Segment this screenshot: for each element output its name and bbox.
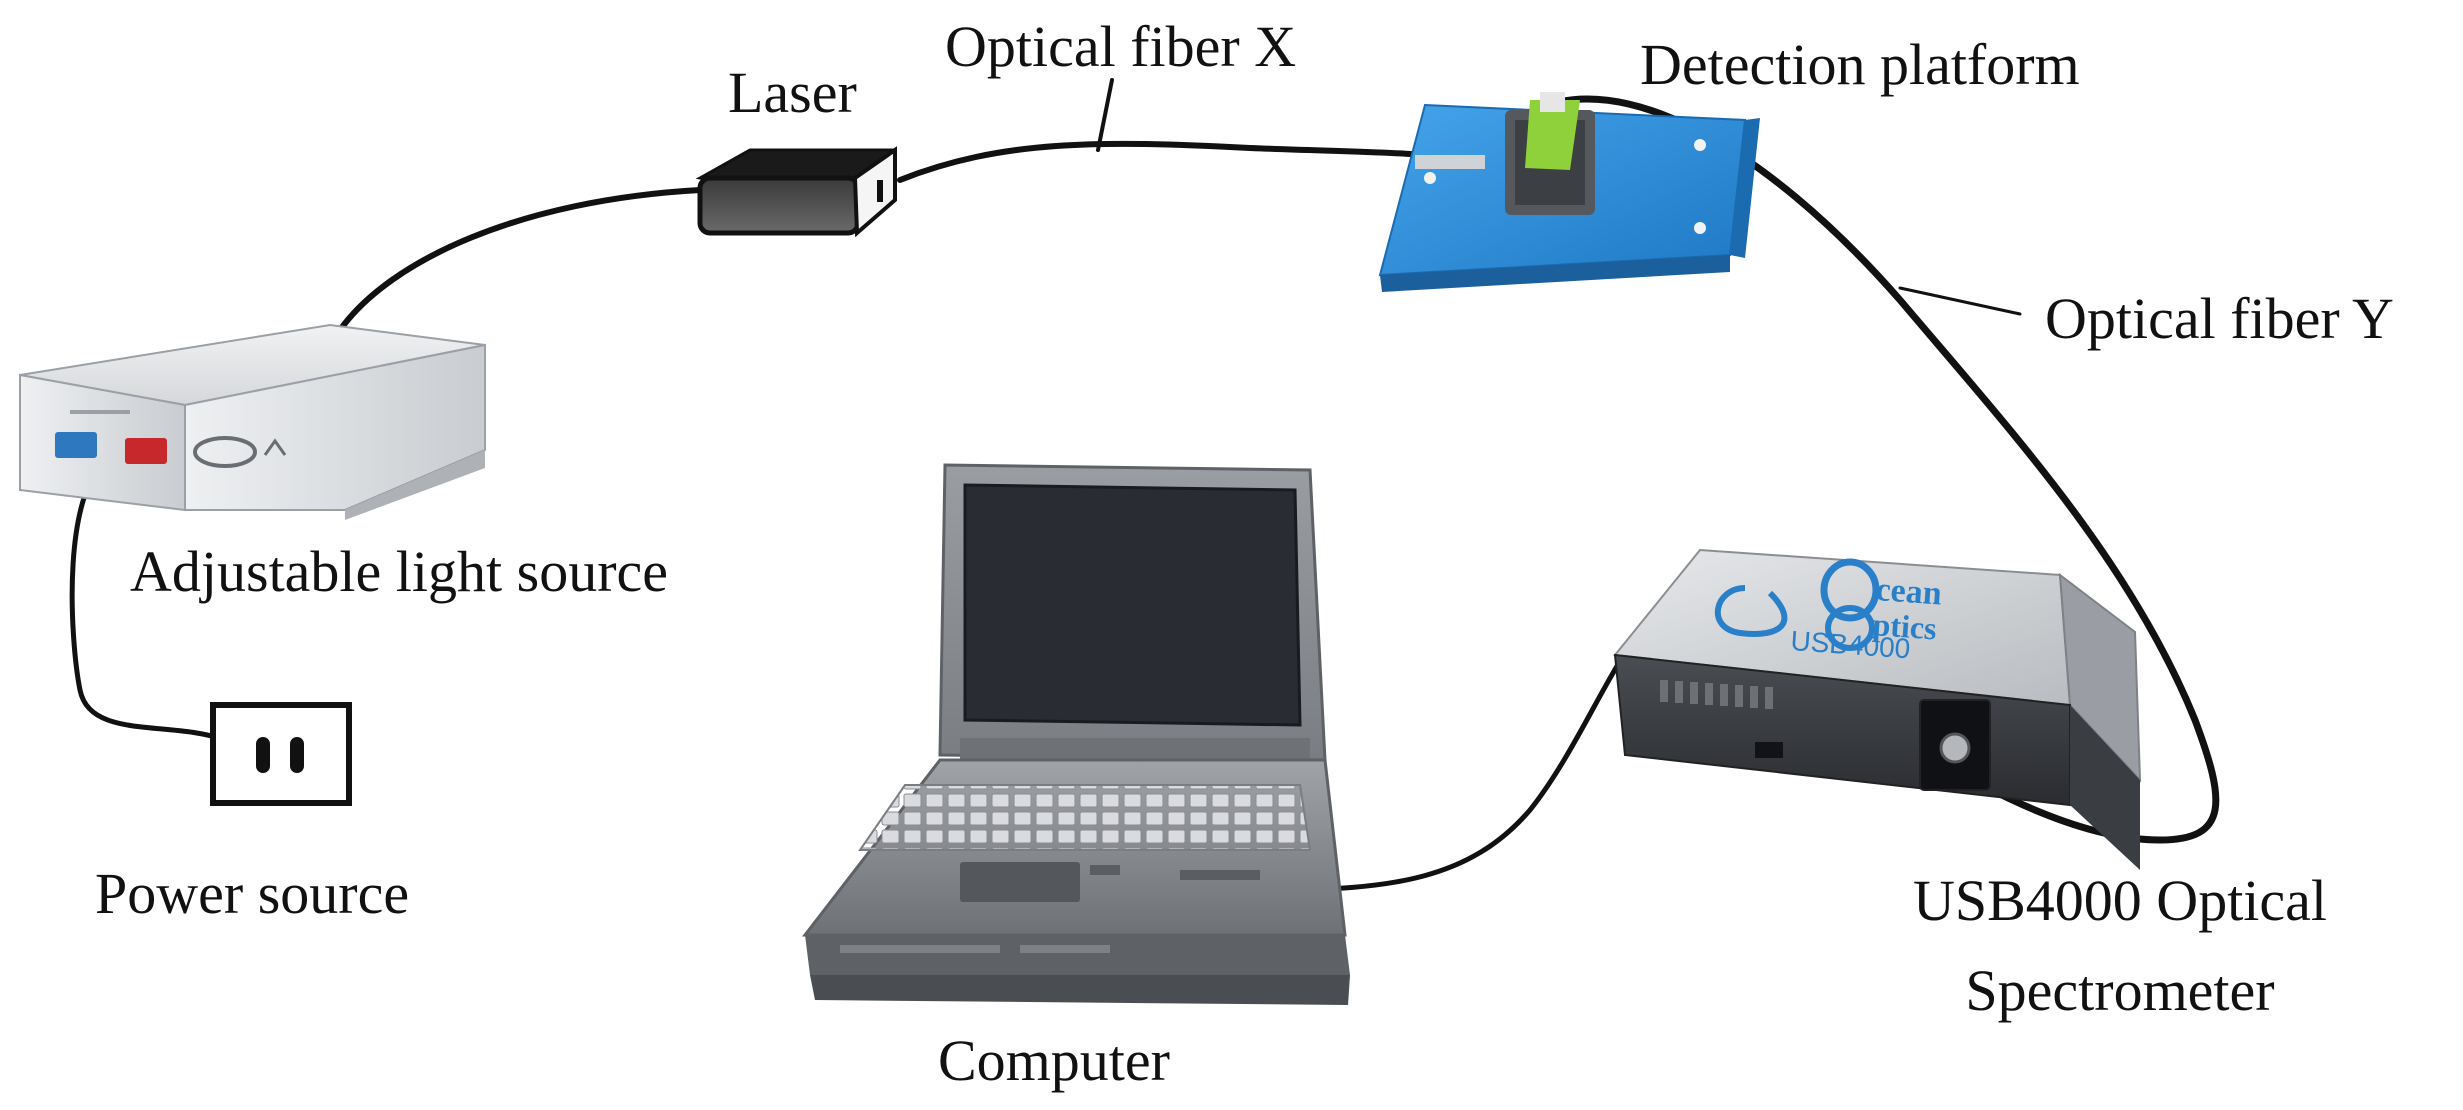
leader-fiber-y [1898, 286, 2022, 316]
spectrometer-brand-line2: ptics [1872, 606, 1938, 646]
warning-icon [263, 438, 287, 456]
adjustable-light-source-device [19, 323, 486, 520]
coiled-cable-icon [193, 436, 257, 468]
optical-fiber-x-cable [897, 140, 1478, 183]
power-cord [69, 452, 228, 743]
laptop-keyboard [858, 784, 1312, 851]
spectrometer-device [1613, 548, 2142, 870]
label-optical-fiber-y: Optical fiber Y [2045, 286, 2394, 351]
computer-device [801, 463, 1350, 1005]
red-connector-icon [125, 438, 167, 464]
usb-cable [1267, 642, 1633, 893]
brand-globe-icon [1714, 585, 1788, 637]
cable-light-source-to-laser [337, 187, 703, 333]
label-optical-fiber-x: Optical fiber X [945, 14, 1297, 79]
label-power-source: Power source [95, 861, 410, 926]
leader-fiber-x [1096, 78, 1114, 152]
sample-mount [1525, 100, 1580, 170]
power-outlet-device [210, 702, 352, 806]
outlet-slot-left [256, 737, 270, 773]
label-adjustable-light-source: Adjustable light source [130, 539, 669, 604]
label-laser: Laser [728, 60, 857, 125]
blue-connector-icon [55, 432, 97, 458]
label-spectrometer-line2: Spectrometer [1965, 958, 2275, 1023]
laptop-screen [963, 483, 1302, 727]
laser-device [695, 146, 897, 238]
spectrometer-brand-line1: cean [1874, 571, 1943, 613]
label-computer: Computer [938, 1028, 1170, 1093]
outlet-slot-right [290, 737, 304, 773]
label-detection-platform: Detection platform [1640, 32, 2080, 97]
label-spectrometer-line1: USB4000 Optical [1912, 868, 2328, 933]
laptop-trackpad [960, 862, 1080, 902]
detection-platform-device [1378, 92, 1760, 292]
